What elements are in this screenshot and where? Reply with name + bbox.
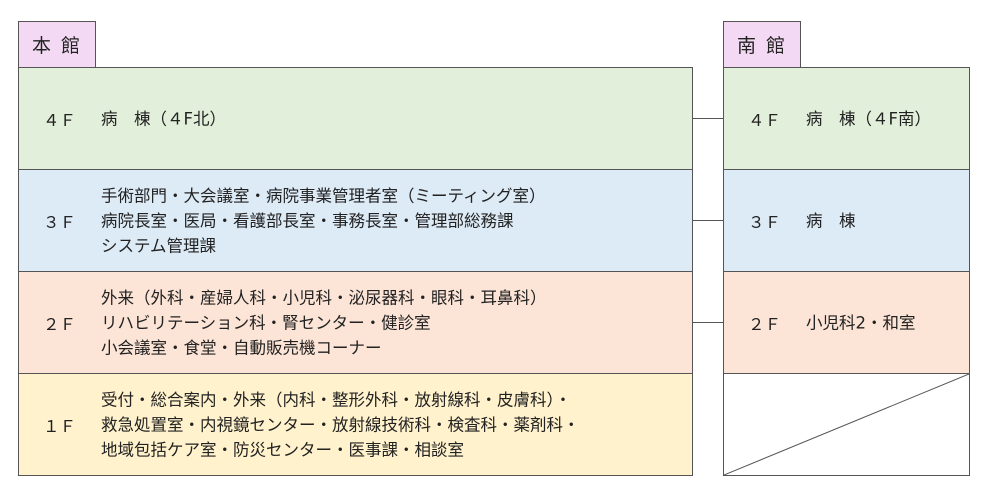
description-line: 地域包括ケア室・防災センター・医事課・相談室 <box>101 440 464 459</box>
floor-label: １Ｆ <box>43 416 76 436</box>
description-line: 病 棟（４F北） <box>101 109 226 128</box>
south-floor-3: ３Ｆ 病 棟 <box>723 169 970 272</box>
connector-floor-3 <box>693 220 723 221</box>
description-line: システム管理課 <box>101 236 217 255</box>
main-floor-1: １Ｆ 受付・総合案内・外来（内科・整形外科・放射線科・皮膚科）・ 救急処置室・内… <box>18 373 693 476</box>
connector-floor-2 <box>693 322 723 323</box>
floor-description: 病 棟 <box>806 208 856 233</box>
main-floor-4: ４Ｆ 病 棟（４F北） <box>18 67 693 170</box>
connector-floor-4 <box>693 118 723 119</box>
main-building-tab: 本 館 <box>18 21 96 67</box>
description-line: 外来（外科・産婦人科・小児科・泌尿器科・眼科・耳鼻科） <box>101 288 547 307</box>
main-building-label: 本 館 <box>31 35 83 57</box>
floor-description: 受付・総合案内・外来（内科・整形外科・放射線科・皮膚科）・ 救急処置室・内視鏡セ… <box>101 387 580 462</box>
floor-label: ４Ｆ <box>43 110 76 130</box>
description-line: リハビリテーション科・腎センター・健診室 <box>101 313 431 332</box>
description-line: 病 棟 <box>806 211 856 230</box>
description-line: 救急処置室・内視鏡センター・放射線技術科・検査科・薬剤科・ <box>101 415 580 434</box>
south-floor-4: ４Ｆ 病 棟（４F南） <box>723 67 970 170</box>
floor-description: 手術部門・大会議室・病院事業管理者室（ミーティング室） 病院長室・医局・看護部長… <box>101 183 546 258</box>
floor-description: 病 棟（４F北） <box>101 106 226 131</box>
description-line: 病院長室・医局・看護部長室・事務長室・管理部総務課 <box>101 211 514 230</box>
floor-description: 小児科2・和室 <box>806 310 916 335</box>
description-line: 小児科2・和室 <box>806 313 916 332</box>
floor-label: ３Ｆ <box>748 212 781 232</box>
floor-description: 外来（外科・産婦人科・小児科・泌尿器科・眼科・耳鼻科） リハビリテーション科・腎… <box>101 285 547 360</box>
main-floor-3: ３Ｆ 手術部門・大会議室・病院事業管理者室（ミーティング室） 病院長室・医局・看… <box>18 169 693 272</box>
floor-label: ２Ｆ <box>748 314 781 334</box>
main-floor-2: ２Ｆ 外来（外科・産婦人科・小児科・泌尿器科・眼科・耳鼻科） リハビリテーション… <box>18 271 693 374</box>
south-building-tab: 南 館 <box>723 21 801 67</box>
empty-floor-diagonal <box>724 374 969 475</box>
description-line: 手術部門・大会議室・病院事業管理者室（ミーティング室） <box>101 186 546 205</box>
floor-label: ２Ｆ <box>43 314 76 334</box>
south-building-label: 南 館 <box>736 35 788 57</box>
description-line: 受付・総合案内・外来（内科・整形外科・放射線科・皮膚科）・ <box>101 390 572 409</box>
description-line: 小会議室・食堂・自動販売機コーナー <box>101 338 382 357</box>
floor-label: ４Ｆ <box>748 110 781 130</box>
floor-description: 病 棟（４F南） <box>806 106 931 131</box>
south-floor-1-empty <box>723 373 970 476</box>
south-floor-2: ２Ｆ 小児科2・和室 <box>723 271 970 374</box>
floor-label: ３Ｆ <box>43 212 76 232</box>
description-line: 病 棟（４F南） <box>806 109 931 128</box>
